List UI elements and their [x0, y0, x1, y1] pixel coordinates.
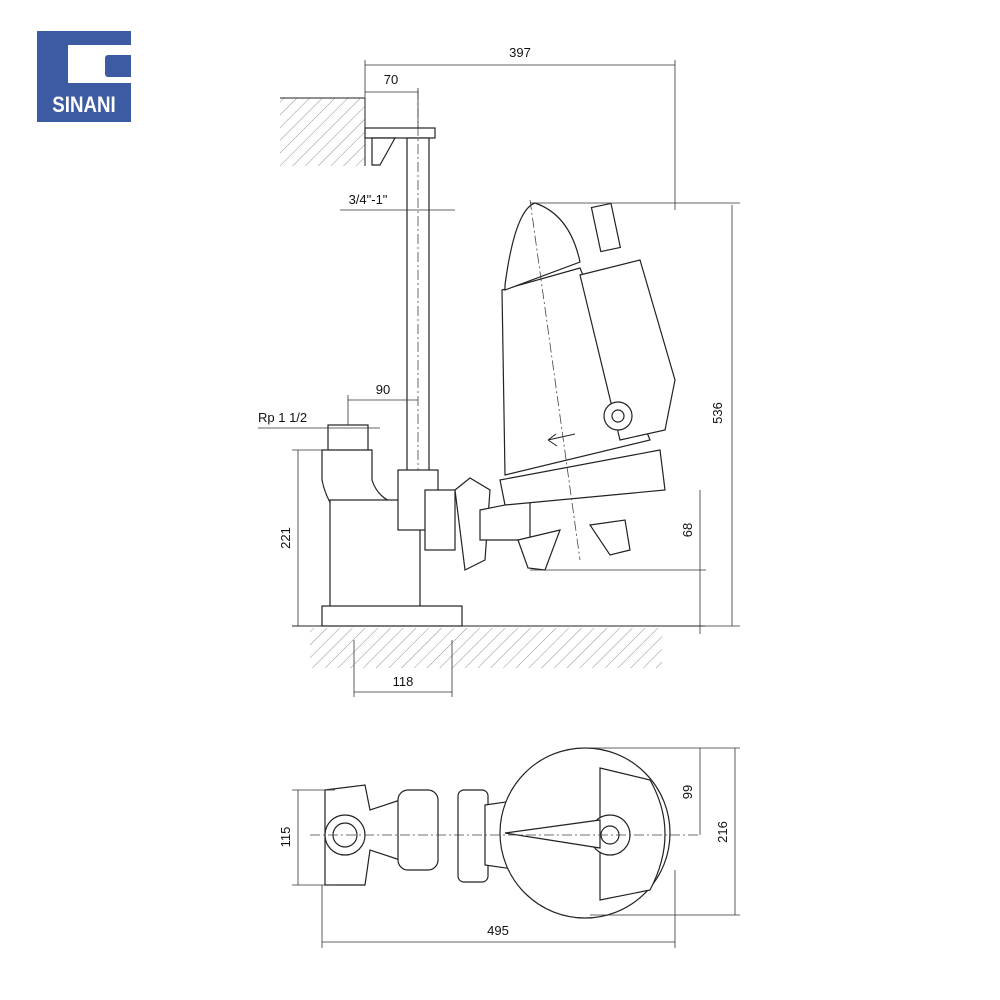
dimension-216: 216	[590, 748, 740, 916]
dimension-536: 536	[530, 202, 740, 627]
dim-label-536: 536	[710, 402, 725, 424]
wall-hatch	[280, 98, 365, 166]
logo-mark-notch	[105, 55, 131, 77]
pump-side-view	[454, 199, 676, 571]
dim-label-495: 495	[487, 923, 509, 938]
dimension-70: 70	[365, 72, 419, 128]
duck-foot-base	[321, 424, 463, 627]
dimension-397: 397	[364, 45, 676, 210]
dim-label-90: 90	[376, 382, 390, 397]
dim-label-118: 118	[393, 674, 414, 689]
dimension-68: 68	[530, 490, 706, 634]
dim-label-397: 397	[509, 45, 531, 60]
dimension-221: 221	[278, 449, 328, 626]
dim-label-guide-pipe: 3/4"-1"	[349, 192, 388, 207]
dim-label-99: 99	[680, 785, 695, 799]
dim-label-rp: Rp 1 1/2	[258, 410, 307, 425]
dim-label-70: 70	[384, 72, 398, 87]
dim-label-216: 216	[715, 821, 730, 843]
dim-label-68: 68	[680, 523, 695, 537]
sinani-logo: SINANI	[37, 31, 131, 122]
dim-label-221: 221	[278, 527, 293, 549]
dimension-118: 118	[353, 640, 453, 697]
dim-label-115: 115	[278, 827, 293, 848]
pump-plan-view	[310, 747, 700, 919]
dimension-90: 90	[347, 382, 418, 425]
dimension-495: 495	[321, 870, 676, 948]
dimension-99: 99	[580, 747, 740, 835]
logo-text: SINANI	[52, 92, 116, 117]
floor-hatch	[310, 628, 662, 668]
dimension-115: 115	[278, 789, 335, 886]
dimension-guide-pipe: 3/4"-1"	[340, 192, 455, 211]
dimension-rp: Rp 1 1/2	[258, 410, 380, 429]
